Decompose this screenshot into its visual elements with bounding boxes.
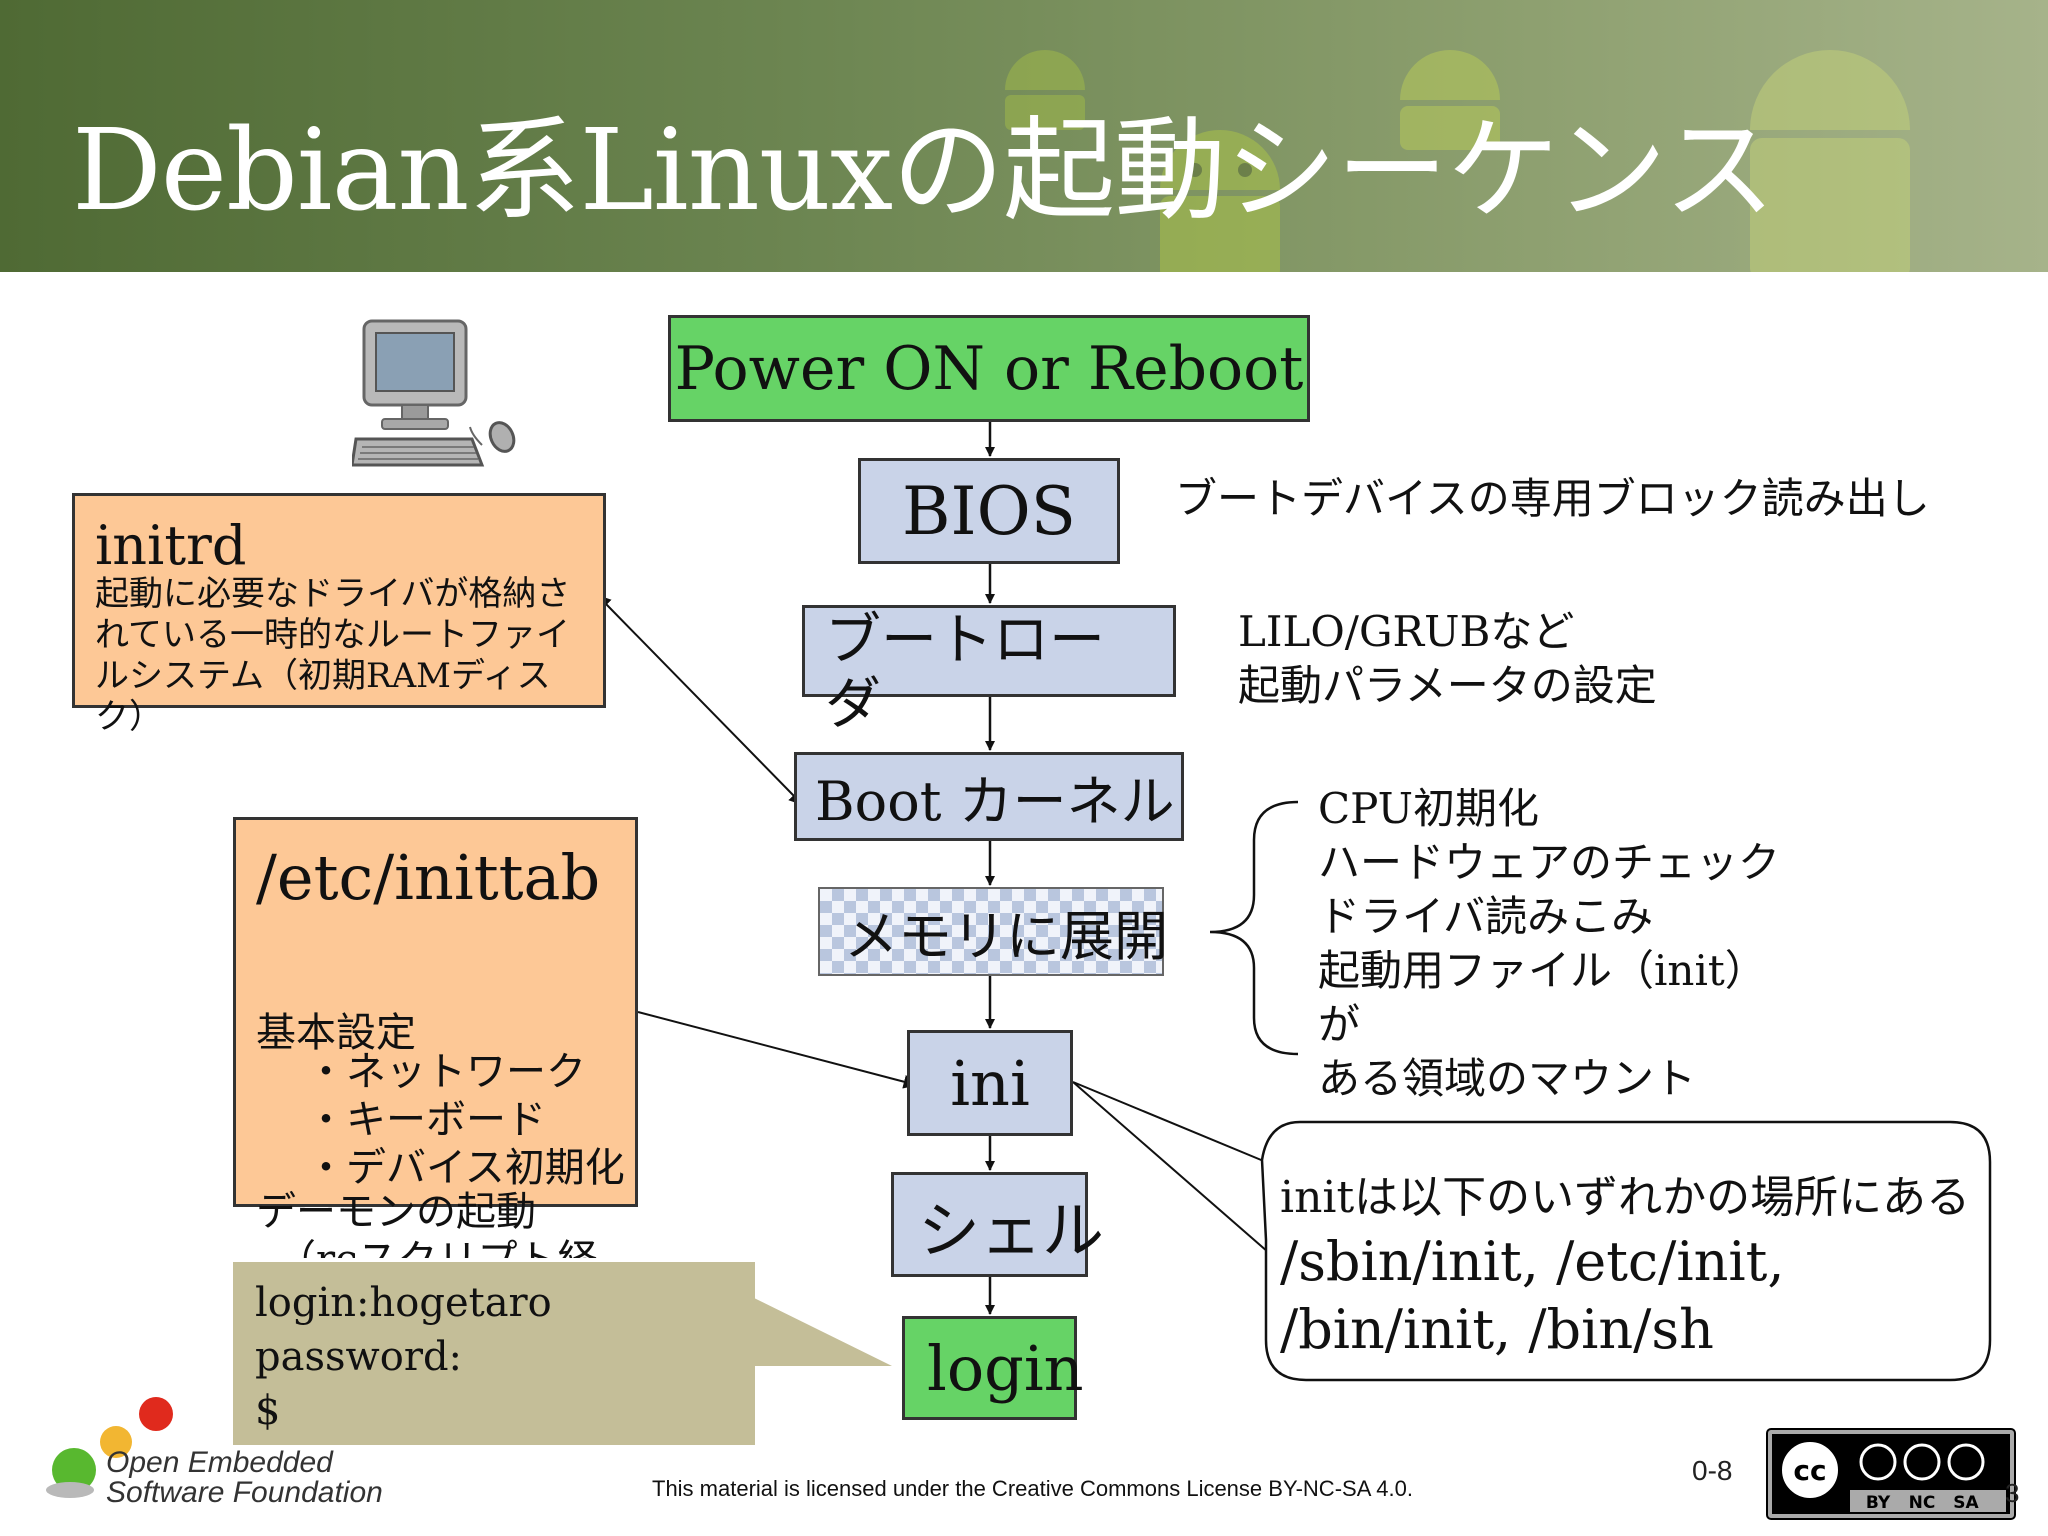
initrd-box: initrd 起動に必要なドライバが格納されている一時的なルートファイルシステム… [72, 493, 606, 737]
initrd-title: initrd [95, 514, 247, 577]
init-callout-line-3: /bin/init, /bin/sh [1280, 1298, 1714, 1361]
init-callout: initは以下のいずれかの場所にある /sbin/init, /etc/init… [1280, 1168, 1970, 1364]
oesf-name-line-1: Open Embedded [106, 1446, 333, 1479]
kernel-task-item: CPU初期化 [1318, 784, 1540, 833]
cc-by-label: BY [1866, 1493, 1891, 1513]
inittab-item: ・デバイス初期化 [306, 1145, 625, 1191]
android-robot-icon [1160, 130, 1280, 272]
inittab-extra-line-2: （rcスクリプト経 [256, 1236, 616, 1258]
inittab-item: ・ネットワーク [306, 1049, 586, 1095]
kernel-task-item: が [1318, 1000, 1361, 1049]
power-on-label: Power ON or Reboot [674, 333, 1304, 404]
cc-nc-label: NC [1909, 1493, 1936, 1513]
login-terminal-lines: login:hogetaro password: $ [255, 1276, 552, 1438]
boot-kernel-label: Boot カーネル [815, 770, 1175, 833]
bios-box: BIOS [858, 458, 1120, 564]
svg-text:cc: cc [1793, 1454, 1826, 1487]
kernel-task-item: 起動用ファイル（init） [1318, 946, 1767, 995]
inittab-title: /etc/inittab [256, 841, 601, 914]
inittab-extra: デーモンの起動 （rcスクリプト経 [256, 1188, 616, 1284]
init-callout-line-1: initは以下のいずれかの場所にある [1280, 1172, 1971, 1223]
computer-icon [352, 319, 516, 467]
prompt-line: $ [255, 1388, 281, 1434]
initrd-description: 起動に必要なドライバが格納されている一時的なルートファイルシステム（初期RAMデ… [95, 574, 571, 737]
bootloader-note-line-2: 起動パラメータの設定 [1238, 661, 1657, 710]
inittab-subtitle: 基本設定 [256, 1010, 416, 1056]
inittab-box: /etc/inittab 基本設定 ・ネットワーク ・キーボード ・デバイス初期… [233, 817, 638, 1258]
shell-label: シェル [918, 1193, 1105, 1267]
kernel-task-item: ドライバ読みこみ [1318, 892, 1654, 941]
init-callout-border [1260, 1120, 1992, 1382]
cc-license-icon: cc BY NC SA [1766, 1428, 2016, 1520]
memory-expand-box: メモリに展開 [818, 887, 1168, 976]
header-banner [0, 0, 2048, 272]
kernel-task-item: ある領域のマウント [1318, 1054, 1697, 1103]
slide-number: 0-8 [1692, 1455, 1733, 1486]
oesf-name: Open Embedded Software Foundation [106, 1448, 383, 1508]
bootloader-label: ブートローダ [825, 608, 1105, 737]
cc-sa-label: SA [1953, 1493, 1979, 1513]
kernel-task-item: ハードウェアのチェック [1318, 838, 1781, 887]
login-callout-tail [750, 1296, 892, 1366]
login-callout: login:hogetaro password: $ [233, 1262, 755, 1445]
page-digit: 3 [2005, 1478, 2020, 1508]
login-label: login [927, 1331, 1084, 1405]
bootloader-note-line-1: LILO/GRUBなど [1238, 607, 1575, 656]
kernel-task-list: CPU初期化 ハードウェアのチェック ドライバ読みこみ 起動用ファイル（init… [1318, 782, 1780, 1106]
login-box: login [902, 1316, 1084, 1420]
oesf-name-line-2: Software Foundation [106, 1476, 383, 1509]
bootloader-box: ブートローダ [802, 605, 1176, 737]
android-robot-icon [1005, 50, 1085, 130]
inittab-item-list: ・ネットワーク ・キーボード ・デバイス初期化 [306, 1048, 625, 1192]
bios-note: ブートデバイスの専用ブロック読み出し [1175, 474, 1930, 523]
shell-box: シェル [891, 1172, 1104, 1277]
memory-expand-label: メモリに展開 [844, 905, 1168, 968]
boot-kernel-box: Boot カーネル [794, 752, 1184, 841]
slide-title: Debian系Linuxの起動シーケンス [72, 106, 1776, 236]
license-text: This material is licensed under the Crea… [652, 1476, 1413, 1501]
bootloader-note: LILO/GRUBなど 起動パラメータの設定 [1238, 605, 1657, 713]
password-line: password: [255, 1334, 463, 1380]
init-box: ini [907, 1030, 1073, 1136]
inittab-item: ・キーボード [306, 1097, 546, 1143]
inittab-extra-line-1: デーモンの起動 [256, 1189, 536, 1235]
bios-label: BIOS [902, 472, 1076, 550]
oesf-logo-icon [46, 1397, 173, 1498]
android-robot-icon [1400, 50, 1500, 150]
login-line: login:hogetaro [255, 1280, 552, 1326]
init-label: ini [950, 1046, 1030, 1120]
power-on-box: Power ON or Reboot [668, 315, 1310, 422]
android-robot-icon [1750, 50, 1910, 272]
init-callout-line-2: /sbin/init, /etc/init, [1280, 1230, 1785, 1293]
